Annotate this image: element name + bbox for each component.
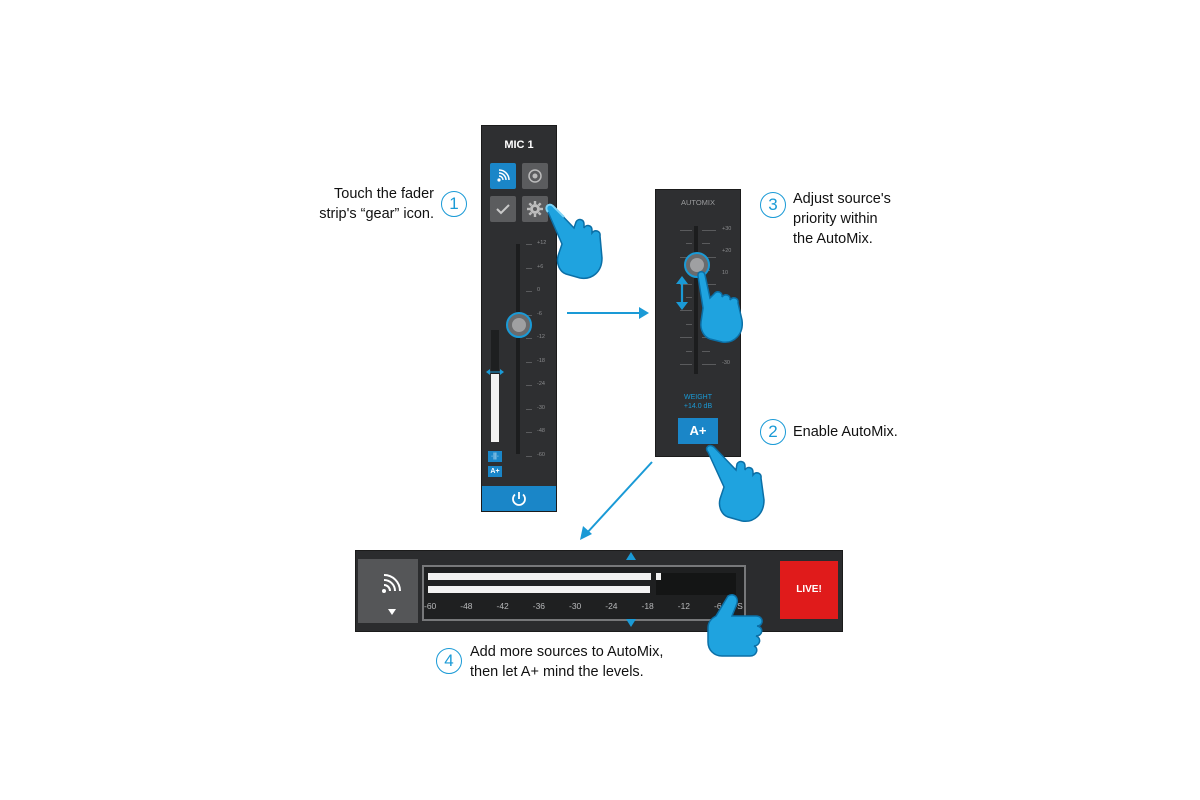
chevron-down-icon <box>388 609 396 615</box>
automix-scale-tick <box>702 230 716 231</box>
meter-scale-label: -48 <box>460 601 473 611</box>
meter-arrows <box>486 362 504 375</box>
step2-text: Enable AutoMix. <box>793 424 898 440</box>
power-button[interactable] <box>482 486 556 511</box>
check-icon <box>496 204 510 215</box>
mic-fader-strip: MIC 1 <box>481 125 557 512</box>
pointing-hand-icon <box>697 271 743 343</box>
step4-number: 4 <box>436 648 462 674</box>
target-up-icon[interactable] <box>626 552 636 560</box>
fader-scale-label: -48 <box>537 428 545 434</box>
live-button[interactable]: LIVE! <box>780 561 838 619</box>
meter-scale-label: -42 <box>496 601 509 611</box>
thumbs-up-icon <box>707 594 763 657</box>
fader-scale-label: -12 <box>537 334 545 340</box>
automix-scale-tick <box>686 323 692 325</box>
meter-scale-label: -18 <box>641 601 654 611</box>
gear-settings-button[interactable] <box>522 196 548 222</box>
fader-scale-label: -18 <box>537 357 545 364</box>
automix-scale-tick <box>702 243 710 245</box>
fader-scale-label: -6 <box>537 310 542 317</box>
record-icon <box>528 169 542 183</box>
select-check-button[interactable] <box>490 196 516 222</box>
automix-badge[interactable]: A+ <box>488 466 502 477</box>
fader-scale-label: 0 <box>537 287 541 293</box>
wireless-icon <box>382 574 401 615</box>
fader-scale-tick <box>526 314 532 316</box>
fader-scale-label: +12 <box>537 240 547 246</box>
automix-scale-tick <box>680 283 692 285</box>
meter-scale-label: -24 <box>605 601 618 611</box>
step2-number: 2 <box>760 419 786 445</box>
fader-scale-tick <box>526 361 532 363</box>
automix-scale-tick <box>686 243 692 245</box>
step3-number: 3 <box>760 192 786 218</box>
meter-scale-label: -60 <box>424 601 437 611</box>
fader-scale-label: -60 <box>537 451 545 458</box>
automix-scale-tick <box>702 256 716 258</box>
power-icon <box>512 492 526 506</box>
fader-scale-tick <box>526 244 532 245</box>
wireless-icon <box>497 169 510 182</box>
wave-badge[interactable]: ·||· <box>488 451 502 462</box>
fader-scale-label: -24 <box>537 381 545 387</box>
wireless-source-button[interactable] <box>490 163 516 189</box>
fader-scale-tick <box>526 455 532 457</box>
target-down-icon[interactable] <box>626 619 636 627</box>
level-meter-fill <box>491 374 499 442</box>
automix-scale-label: +30 <box>722 226 732 232</box>
step1-text: Touch the fader strip's “gear” icon. <box>319 186 434 222</box>
drag-updown-icon <box>676 276 688 310</box>
automix-scale-label: -30 <box>722 360 730 366</box>
fader-scale-tick <box>526 432 532 433</box>
pointing-hand-icon <box>545 203 603 280</box>
step1-number: 1 <box>441 191 467 217</box>
flow-arrow-down-left <box>580 461 653 540</box>
peak-hold-right <box>645 586 650 593</box>
automix-scale-tick <box>680 310 692 312</box>
source-select-button[interactable] <box>358 559 418 623</box>
fader-scale-tick <box>526 408 532 410</box>
automix-scale-tick <box>680 364 692 365</box>
fader-scale-tick <box>526 338 532 339</box>
peak-hold-left <box>656 573 661 580</box>
automix-enable-button[interactable]: A+ <box>678 418 718 444</box>
weight-value: +14.0 dB <box>683 403 713 410</box>
automix-weight-knob[interactable] <box>684 252 710 278</box>
automix-scale-tick <box>686 350 692 352</box>
fader-track[interactable] <box>516 244 520 454</box>
fader-scale-label: -30 <box>537 404 545 411</box>
fader-scale-label: +6 <box>537 263 544 270</box>
fader-knob[interactable] <box>506 312 532 338</box>
flow-arrow-right <box>567 307 649 319</box>
automix-scale-tick <box>680 230 692 231</box>
gear-icon <box>527 201 543 217</box>
fader-scale-tick <box>526 267 532 269</box>
step4-text: Add more sources to AutoMix, then let A+… <box>470 644 664 680</box>
meter-segments <box>656 573 736 595</box>
live-control-bar: -60-48-42-36-30-24-18-12-6dBFS LIVE! <box>355 550 843 632</box>
meter-scale-label: -30 <box>569 601 582 611</box>
fader-scale-tick <box>526 291 532 292</box>
weight-label: WEIGHT <box>684 394 712 401</box>
automix-scale-tick <box>686 297 692 298</box>
record-button[interactable] <box>522 163 548 189</box>
meter-scale-label: -36 <box>532 601 546 611</box>
strip-title: MIC 1 <box>504 139 534 151</box>
automix-title: AUTOMIX <box>680 198 716 207</box>
fader-scale-tick <box>526 385 532 386</box>
automix-scale-label: +20 <box>722 248 732 254</box>
automix-scale-label: 10 <box>722 270 729 276</box>
automix-scale-tick <box>702 283 716 285</box>
automix-fader-track[interactable] <box>694 226 698 374</box>
step3-text: Adjust source's priority within the Auto… <box>793 191 891 247</box>
automix-scale-tick <box>680 337 692 339</box>
meter-bar-left <box>428 573 651 580</box>
automix-scale-tick <box>702 350 710 352</box>
pointing-hand-icon <box>705 444 765 522</box>
meter-bar-right <box>428 586 645 593</box>
meter-scale-label: -12 <box>677 601 691 611</box>
automix-scale-tick <box>702 364 716 365</box>
